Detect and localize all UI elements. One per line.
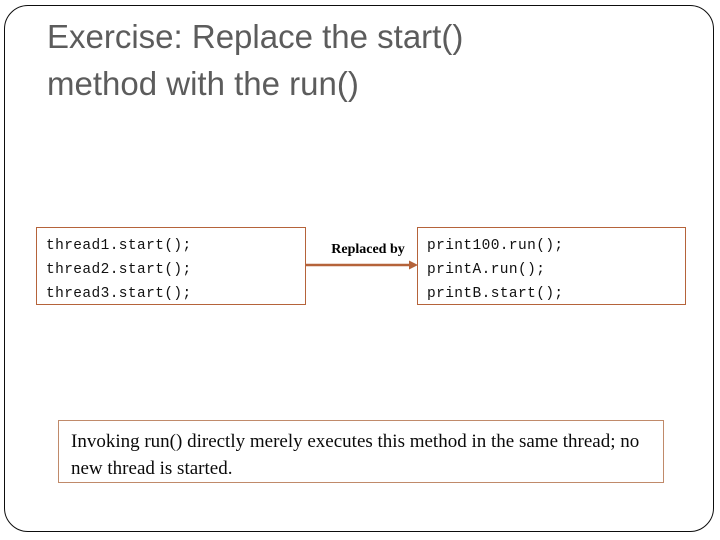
replacement-code-box: print100.run(); printA.run(); printB.sta… [417,227,686,305]
replaced-by-arrow-icon [306,260,418,270]
note-box: Invoking run() directly merely executes … [58,420,664,483]
code-line: printA.run(); [427,262,546,278]
original-code-box: thread1.start(); thread2.start(); thread… [36,227,306,305]
slide-frame-border [4,5,714,532]
code-line: thread1.start(); [46,238,192,254]
code-line: thread3.start(); [46,286,192,302]
code-line: print100.run(); [427,238,564,254]
code-line: printB.start(); [427,286,564,302]
page-title: Exercise: Replace the start() method wit… [47,18,464,102]
code-line: thread2.start(); [46,262,192,278]
replaced-by-label: Replaced by [331,242,405,257]
